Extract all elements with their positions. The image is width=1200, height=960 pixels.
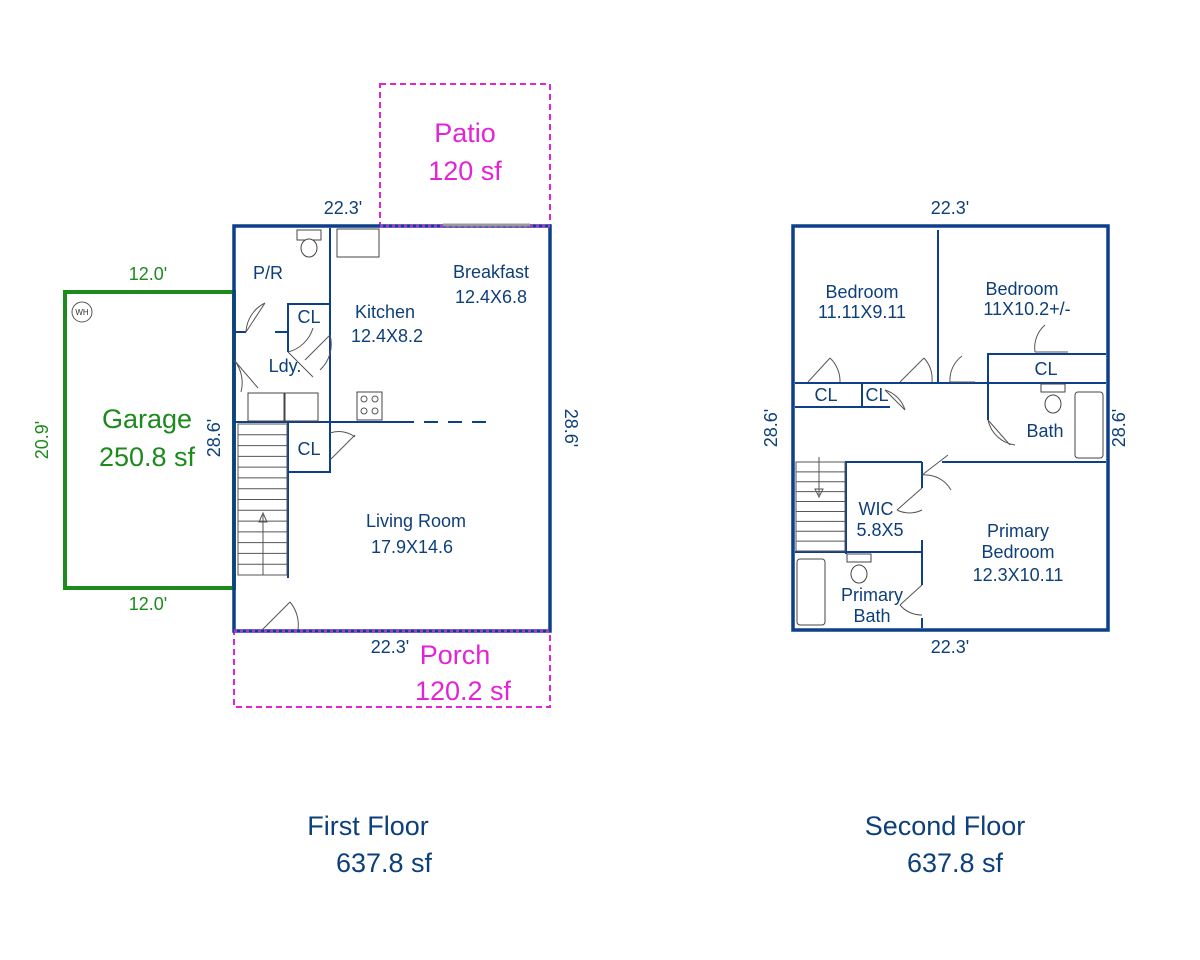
bathtub-icon: [796, 558, 826, 626]
stairs: [795, 461, 846, 552]
first-floor-plan: Patio 120 sf Porch 120.2 sf WH 12.0' 12.…: [32, 83, 581, 878]
doors: [807, 324, 1068, 616]
second-floor-plan: Bedroom 11.11X9.11 Bedroom 11X10.2+/- CL…: [761, 198, 1129, 878]
toilet-tank: [1040, 383, 1066, 393]
water-heater-label: WH: [75, 308, 89, 317]
room-primary-bath-1: Primary: [841, 585, 903, 605]
sf-dim-bottom: 22.3': [931, 637, 969, 657]
washer-icon: [247, 392, 285, 422]
room-breakfast-size: 12.4X6.8: [455, 287, 527, 307]
bathtub-icon: [1074, 391, 1104, 459]
toilet-icon: [300, 238, 318, 258]
porch-label: Porch: [420, 640, 491, 670]
first-floor-area: 637.8 sf: [336, 848, 433, 878]
room-bath: Bath: [1026, 421, 1063, 441]
room-primary-bedroom-1: Primary: [987, 521, 1049, 541]
room-bedroom2-size: 11X10.2+/-: [983, 299, 1070, 319]
room-bedroom1-size: 11.11X9.11: [818, 302, 906, 322]
stove-icon: [356, 391, 383, 421]
closet1-wall: [287, 303, 330, 352]
garage-label: Garage: [102, 404, 192, 434]
room-closet-c: CL: [1034, 359, 1057, 379]
second-floor-title: Second Floor: [865, 811, 1026, 841]
ff-dim-left: 28.6': [204, 419, 224, 457]
room-primary-bedroom-size: 12.3X10.11: [973, 565, 1064, 585]
room-closet-b: CL: [865, 385, 888, 405]
bath-closet-wall: [987, 353, 1106, 383]
garage-dim-bottom: 12.0': [129, 594, 167, 614]
room-kitchen-size: 12.4X8.2: [351, 326, 423, 346]
room-closet-a: CL: [814, 385, 837, 405]
porch-outline: [233, 630, 551, 708]
ff-dim-top: 22.3': [324, 198, 362, 218]
wic-wall: [845, 461, 922, 554]
second-floor-area: 637.8 sf: [907, 848, 1004, 878]
ff-dim-right: 28.6': [561, 409, 581, 447]
doors: [233, 302, 356, 631]
ff-dim-bottom: 22.3': [371, 637, 409, 657]
toilet-tank: [846, 553, 872, 563]
room-wic-size: 5.8X5: [856, 520, 903, 540]
toilet-icon: [1044, 394, 1062, 414]
dryer-icon: [284, 392, 319, 422]
room-primary-bedroom-2: Bedroom: [981, 542, 1054, 562]
garage-area: 250.8 sf: [99, 442, 196, 472]
garage-dim-top: 12.0': [129, 264, 167, 284]
room-bedroom1: Bedroom: [825, 282, 898, 302]
second-floor-exterior-walls: [791, 224, 1110, 632]
room-primary-bath-2: Bath: [853, 606, 890, 626]
first-floor-title: First Floor: [307, 811, 429, 841]
stair-arrow-head: [258, 511, 268, 523]
room-powder: P/R: [253, 263, 283, 283]
room-bedroom2: Bedroom: [985, 279, 1058, 299]
stair-arrow-head: [814, 488, 824, 499]
room-kitchen: Kitchen: [355, 302, 415, 322]
refrigerator-icon: [336, 228, 380, 258]
room-closet1: CL: [297, 307, 320, 327]
room-wic: WIC: [859, 499, 894, 519]
room-living-size: 17.9X14.6: [371, 537, 453, 557]
room-living: Living Room: [366, 511, 466, 531]
patio-area: 120 sf: [428, 156, 502, 186]
patio-outline: [379, 83, 551, 227]
room-closet2: CL: [297, 439, 320, 459]
sf-dim-left: 28.6': [761, 409, 781, 447]
porch-area: 120.2 sf: [415, 676, 512, 706]
toilet-icon: [850, 564, 868, 584]
sf-dim-top: 22.3': [931, 198, 969, 218]
patio-label: Patio: [434, 118, 496, 148]
closet2-wall: [288, 460, 331, 473]
room-laundry: Ldy.: [269, 356, 302, 376]
room-breakfast: Breakfast: [453, 262, 529, 282]
water-heater-icon: [71, 301, 93, 323]
garage-dim-left: 20.9': [32, 421, 52, 459]
sf-dim-right: 28.6': [1109, 409, 1129, 447]
